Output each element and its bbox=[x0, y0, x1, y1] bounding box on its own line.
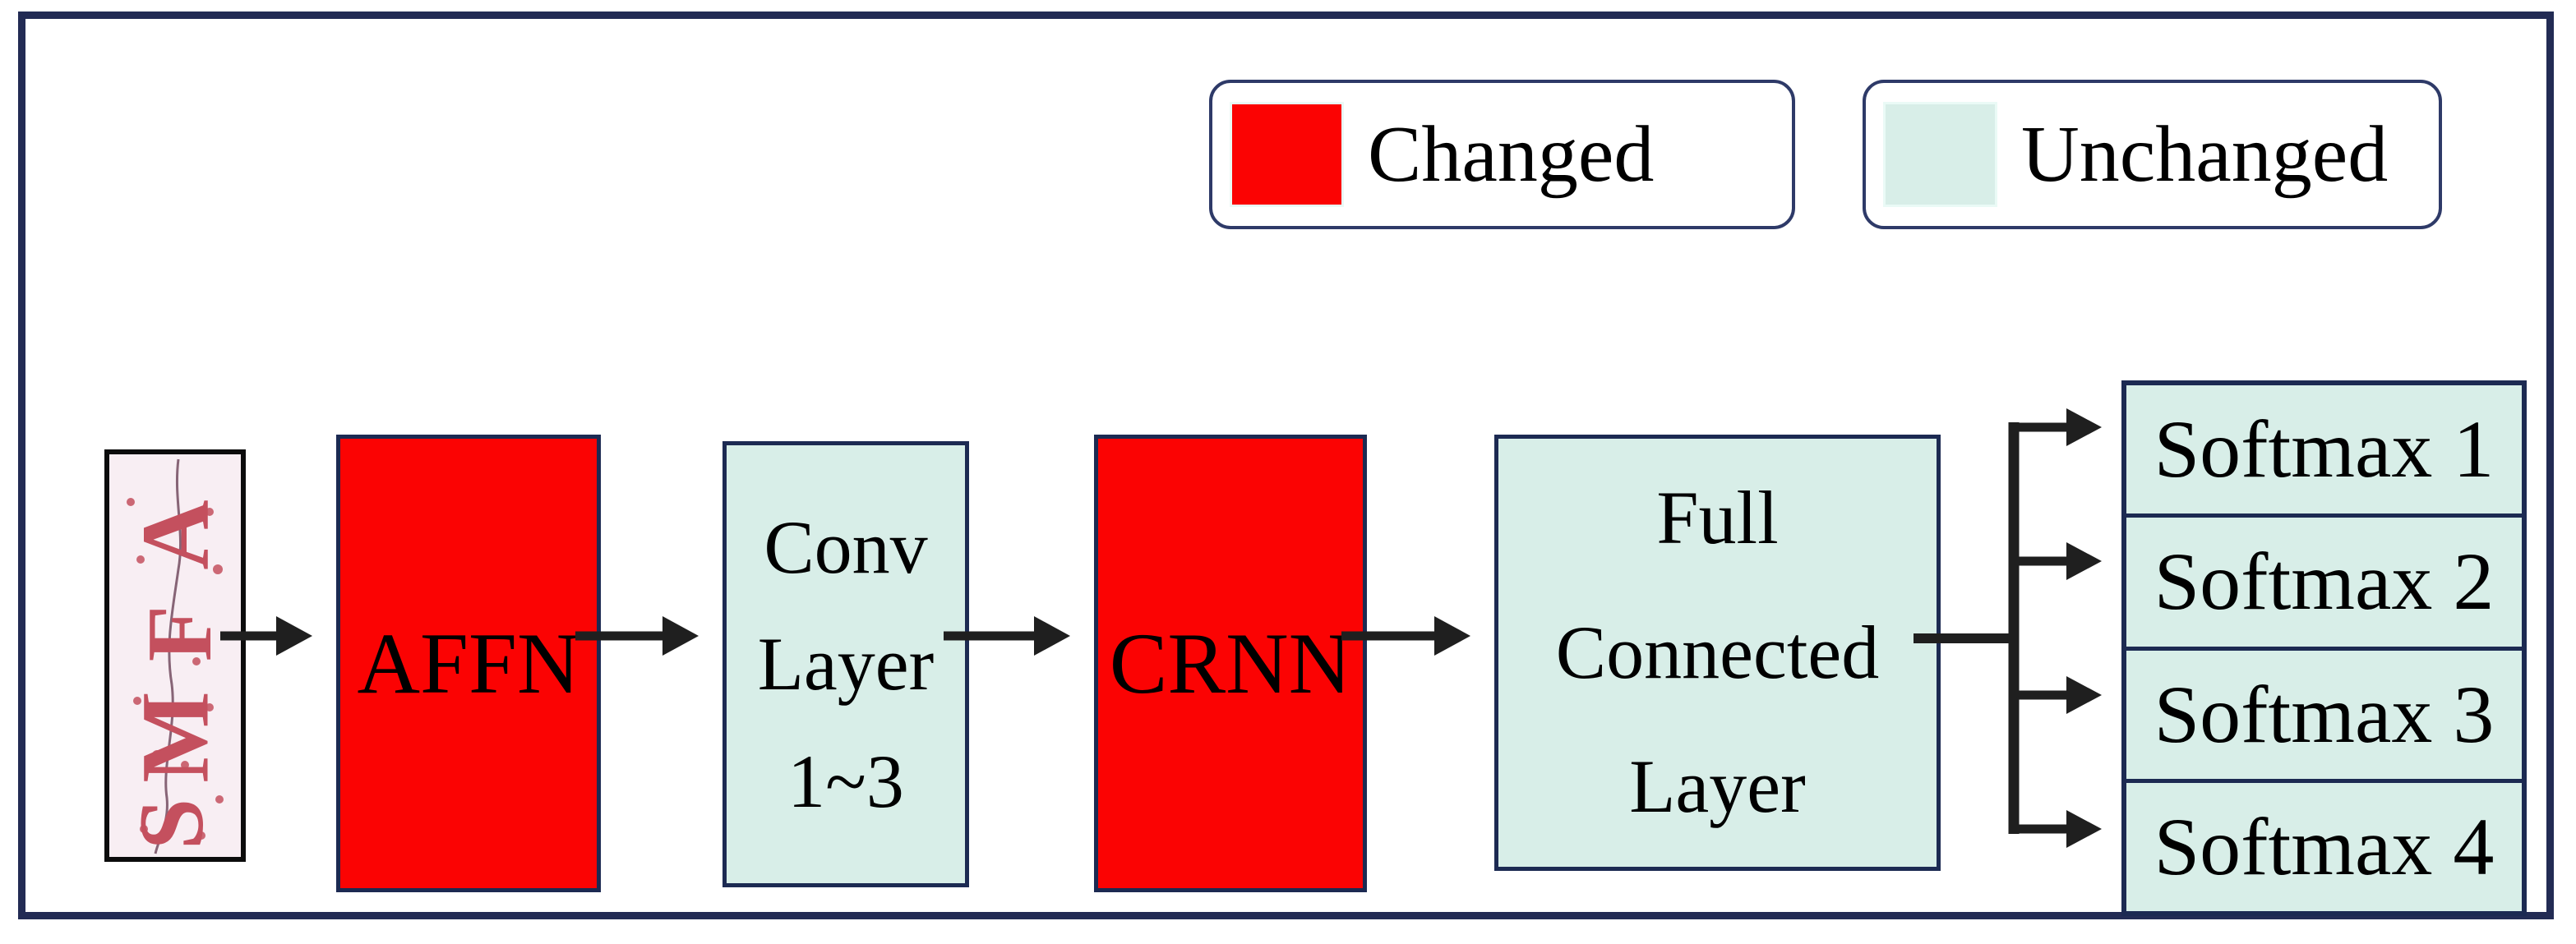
captcha-art: A F M S bbox=[121, 458, 231, 854]
legend-unchanged-label: Unchanged bbox=[2021, 110, 2389, 199]
unchanged-color-swatch bbox=[1886, 104, 1995, 205]
input-captcha-image: A F M S bbox=[104, 449, 246, 862]
legend-changed-label: Changed bbox=[1368, 110, 1655, 199]
node-fc-line-1: Full bbox=[1656, 475, 1779, 559]
figure-frame: Changed Unchanged A F M S AFFN bbox=[18, 12, 2554, 919]
captcha-noise-dots bbox=[127, 498, 224, 840]
node-affn-label: AFFN bbox=[357, 615, 580, 711]
node-affn: AFFN bbox=[336, 435, 601, 892]
softmax-row-2: Softmax 2 bbox=[2126, 513, 2522, 646]
node-crnn-label: CRNN bbox=[1109, 615, 1352, 711]
node-fc-line-3: Layer bbox=[1629, 744, 1806, 829]
node-conv-layer: Conv Layer 1~3 bbox=[722, 441, 969, 887]
node-fc-line-2: Connected bbox=[1555, 610, 1880, 694]
captcha-squiggle-line bbox=[154, 458, 182, 854]
softmax-2-label: Softmax 2 bbox=[2154, 536, 2495, 628]
legend-item-changed: Changed bbox=[1209, 80, 1795, 229]
softmax-row-3: Softmax 3 bbox=[2126, 646, 2522, 779]
softmax-stack: Softmax 1 Softmax 2 Softmax 3 Softmax 4 bbox=[2121, 380, 2527, 916]
node-conv-line-2: Layer bbox=[757, 622, 935, 707]
node-full-connected-layer: Full Connected Layer bbox=[1494, 435, 1941, 871]
captcha-letter-4: S bbox=[121, 799, 223, 850]
legend-item-unchanged: Unchanged bbox=[1863, 80, 2442, 229]
captcha-letter-2: F bbox=[129, 606, 231, 661]
node-conv-line-1: Conv bbox=[764, 504, 928, 589]
softmax-3-label: Softmax 3 bbox=[2154, 668, 2495, 760]
softmax-4-label: Softmax 4 bbox=[2154, 800, 2495, 892]
softmax-row-1: Softmax 1 bbox=[2126, 385, 2522, 513]
captcha-letters: A F M S bbox=[121, 500, 231, 850]
node-crnn: CRNN bbox=[1094, 435, 1367, 892]
softmax-1-label: Softmax 1 bbox=[2154, 403, 2495, 495]
node-conv-line-3: 1~3 bbox=[787, 739, 904, 823]
changed-color-swatch bbox=[1232, 104, 1341, 205]
softmax-row-4: Softmax 4 bbox=[2126, 778, 2522, 911]
